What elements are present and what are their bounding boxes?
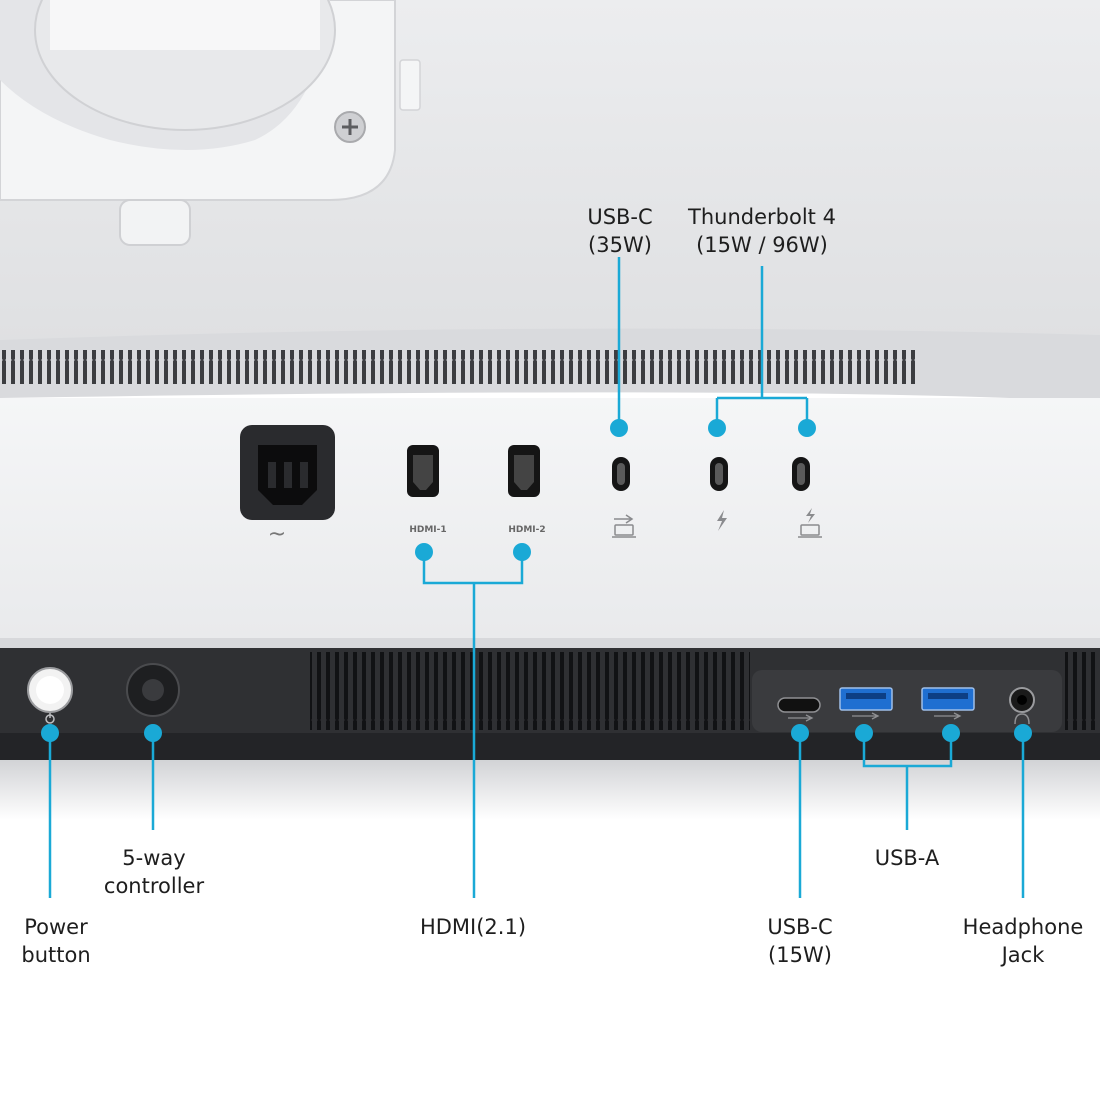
callout-dot [41, 724, 59, 742]
front-port-bay [752, 670, 1062, 732]
callout-dot [513, 543, 531, 561]
power-icon [45, 713, 55, 724]
callout-line-thunderbolt [715, 266, 809, 428]
hdmi-1-print-label: HDMI-1 [409, 525, 446, 535]
hdmi-2-print-label: HDMI-2 [508, 525, 545, 535]
stand-mount [0, 0, 421, 246]
usb-icon [788, 712, 962, 722]
hdmi-port-1[interactable] [407, 445, 439, 497]
callout-dot [610, 419, 628, 437]
bottom-vent-left [310, 652, 750, 730]
callout-label-usbc-35w: USB-C(35W) [587, 205, 653, 257]
ac-symbol-label: ~ [268, 522, 286, 547]
callout-dot [798, 419, 816, 437]
callout-label-usbc-15w: USB-C(15W) [767, 915, 833, 967]
ac-power-inlet [240, 425, 335, 520]
callout-line-usba [862, 733, 953, 830]
callout-label-hdmi: HDMI(2.1) [419, 915, 527, 939]
callout-dot [415, 543, 433, 561]
headphone-icon [1014, 713, 1030, 725]
callout-dot [791, 724, 809, 742]
stand-latch [119, 199, 191, 246]
usbc-15w-port[interactable] [777, 697, 821, 713]
callout-label-usba: USB-A [874, 846, 940, 870]
hdmi-port-2[interactable] [508, 445, 540, 497]
bottom-vent-right [1065, 652, 1100, 730]
upper-vent [0, 328, 1100, 402]
thunderbolt-laptop-icon [798, 508, 822, 538]
usb-laptop-icon [612, 514, 636, 538]
callout-dot [855, 724, 873, 742]
callout-line-hdmi [422, 552, 524, 898]
callout-dot [942, 724, 960, 742]
callout-dot [144, 724, 162, 742]
port-panel [0, 398, 1100, 638]
callout-dot [1014, 724, 1032, 742]
callout-dot [708, 419, 726, 437]
callout-label-thunderbolt: Thunderbolt 4(15W / 96W) [688, 205, 836, 257]
thunderbolt-icon [717, 510, 727, 531]
